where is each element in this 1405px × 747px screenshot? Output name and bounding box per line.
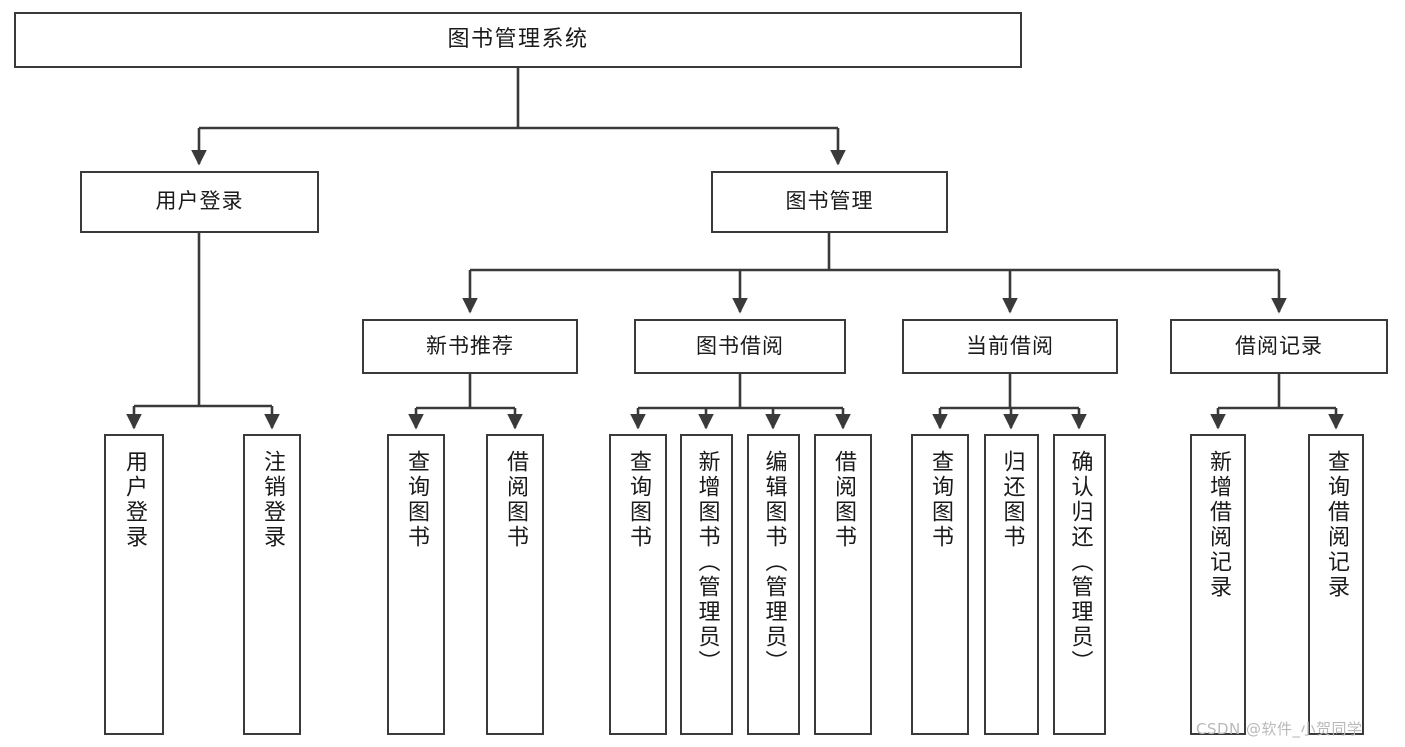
node-current-borrow-label: 当前借阅 [966,333,1054,358]
node-leaf-query-book-current-label: 查询图书 [928,450,953,550]
node-leaf-query-borrow-record[interactable]: 查询借阅记录 [1308,434,1364,735]
node-leaf-user-login-label: 用户登录 [122,450,147,550]
node-leaf-return-book[interactable]: 归还图书 [984,434,1039,735]
node-user-login-label: 用户登录 [155,189,244,214]
node-leaf-borrow-book[interactable]: 借阅图书 [814,434,872,735]
node-leaf-query-book-borrow-label: 查询图书 [626,450,651,550]
node-leaf-query-book-borrow[interactable]: 查询图书 [609,434,667,735]
node-leaf-query-book-recommend[interactable]: 查询图书 [387,434,445,735]
node-book-manage-label: 图书管理 [785,189,874,214]
node-leaf-add-borrow-record[interactable]: 新增借阅记录 [1190,434,1246,735]
node-leaf-user-login[interactable]: 用户登录 [104,434,164,735]
node-borrow-record-label: 借阅记录 [1235,333,1323,358]
node-leaf-edit-book-label: 编辑图书（管理员） [761,450,787,675]
watermark: CSDN @软件_小贺同学 [1196,720,1363,738]
node-borrow-record[interactable]: 借阅记录 [1170,319,1388,374]
node-leaf-add-book-label: 新增图书（管理员） [694,450,720,675]
node-book-borrow[interactable]: 图书借阅 [634,319,846,374]
node-leaf-add-book[interactable]: 新增图书（管理员） [680,434,733,735]
node-root-label: 图书管理系统 [447,26,589,52]
node-leaf-confirm-return[interactable]: 确认归还（管理员） [1053,434,1106,735]
node-leaf-borrow-book-label: 借阅图书 [831,450,856,550]
node-leaf-query-borrow-record-label: 查询借阅记录 [1324,450,1349,600]
node-leaf-borrow-book-recommend-label: 借阅图书 [503,450,528,550]
node-leaf-query-book-current[interactable]: 查询图书 [911,434,969,735]
node-book-borrow-label: 图书借阅 [696,333,784,358]
node-leaf-confirm-return-label: 确认归还（管理员） [1067,450,1093,675]
node-leaf-query-book-recommend-label: 查询图书 [404,450,429,550]
node-leaf-add-borrow-record-label: 新增借阅记录 [1206,450,1231,600]
node-leaf-return-book-label: 归还图书 [999,450,1025,550]
node-root[interactable]: 图书管理系统 [14,12,1022,68]
node-book-manage[interactable]: 图书管理 [711,171,948,233]
node-leaf-user-logout[interactable]: 注销登录 [243,434,301,735]
node-current-borrow[interactable]: 当前借阅 [902,319,1118,374]
node-user-login[interactable]: 用户登录 [80,171,319,233]
node-leaf-user-logout-label: 注销登录 [260,450,285,550]
node-new-book-recommend[interactable]: 新书推荐 [362,319,578,374]
node-leaf-borrow-book-recommend[interactable]: 借阅图书 [486,434,544,735]
node-leaf-edit-book[interactable]: 编辑图书（管理员） [747,434,800,735]
node-new-book-recommend-label: 新书推荐 [426,333,514,358]
